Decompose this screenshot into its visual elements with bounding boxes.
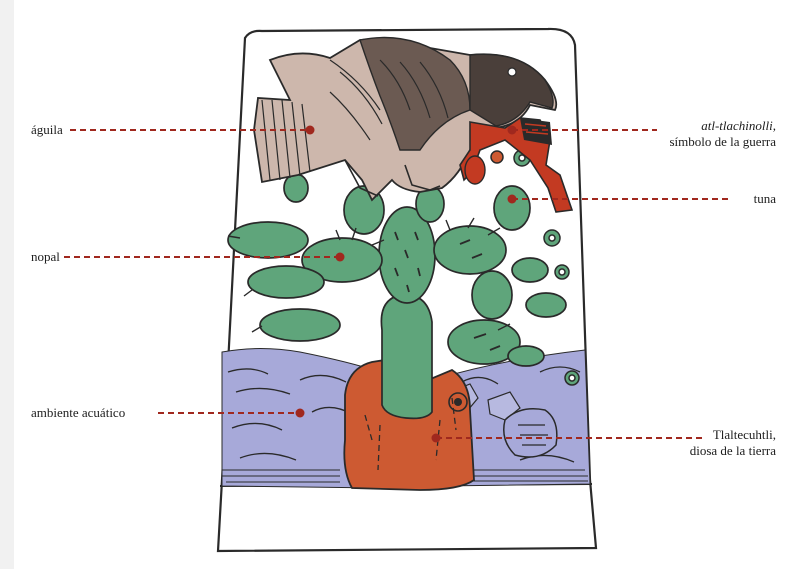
label-aguila: águila xyxy=(31,122,63,138)
label-ambiente-acuatico: ambiente acuático xyxy=(31,405,125,421)
label-tlaltecuhtli-name: Tlaltecuhtli, xyxy=(690,427,776,443)
label-atl-tlachinolli-desc: símbolo de la guerra xyxy=(670,134,777,150)
label-tlaltecuhtli-desc: diosa de la tierra xyxy=(690,443,776,459)
label-tlaltecuhtli: Tlaltecuhtli, diosa de la tierra xyxy=(690,427,776,459)
label-nopal: nopal xyxy=(31,249,60,265)
label-tuna: tuna xyxy=(754,191,776,207)
label-atl-tlachinolli: atl-tlachinolli, símbolo de la guerra xyxy=(670,118,777,150)
label-atl-tlachinolli-name: atl-tlachinolli, xyxy=(670,118,777,134)
page-edge-shadow xyxy=(0,0,14,569)
